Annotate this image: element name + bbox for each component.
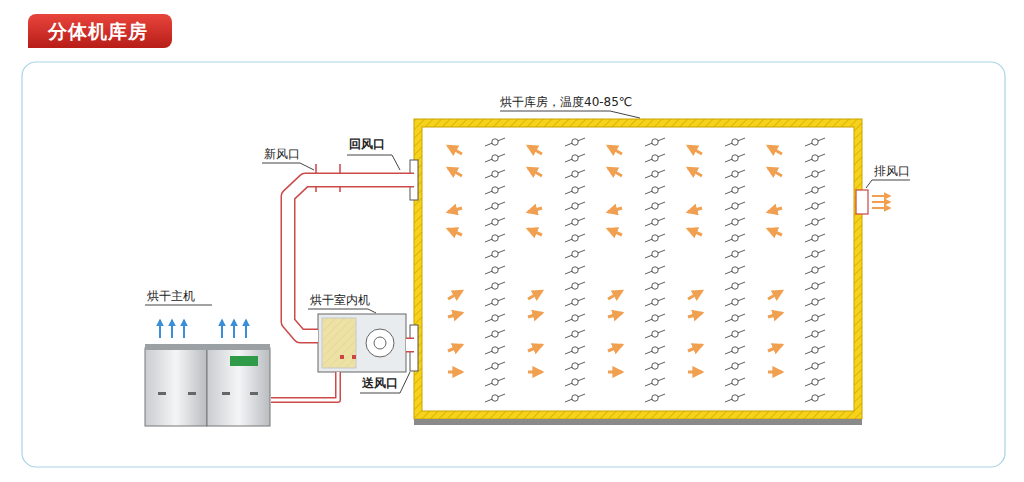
title-banner: 分体机库房 [28, 14, 172, 48]
exhaust-outlet [856, 190, 868, 214]
room-inside [422, 127, 854, 411]
duct-label: 回风口 [347, 137, 387, 151]
air-flow-arrows [448, 146, 782, 372]
fresh-air-label: 新风口 [262, 147, 302, 161]
frame [22, 62, 1005, 467]
main-unit [145, 320, 270, 426]
node-label: 烘干主机 [145, 289, 197, 303]
node-label: 烘干室内机 [308, 293, 372, 307]
exhaust-arrow [872, 195, 890, 197]
duct-connector [406, 338, 414, 353]
exhaust-label: 排风口 [872, 164, 912, 178]
duct-connector [288, 180, 414, 336]
duct-label: 送风口 [360, 376, 400, 390]
room-floor [414, 419, 862, 425]
duct-inner [271, 372, 338, 400]
exhaust-arrow [872, 207, 890, 209]
title-text: 分体机库房 [48, 20, 148, 42]
drying-room-box: 烘干库房，温度40-85℃ [414, 119, 862, 419]
duct-inner [406, 339, 414, 351]
duct-connector [271, 372, 338, 400]
indoor-unit [318, 314, 406, 372]
duct-inner [288, 180, 414, 336]
exhaust-arrow [872, 201, 890, 203]
indoor-unit-box: 烘干室内机 [318, 313, 406, 372]
node-label: 烘干库房，温度40-85℃ [498, 95, 634, 109]
main-unit-box: 烘干主机 [145, 345, 271, 427]
leader-lines [145, 111, 910, 393]
hanging-items [485, 138, 825, 402]
room-wall [414, 119, 862, 419]
